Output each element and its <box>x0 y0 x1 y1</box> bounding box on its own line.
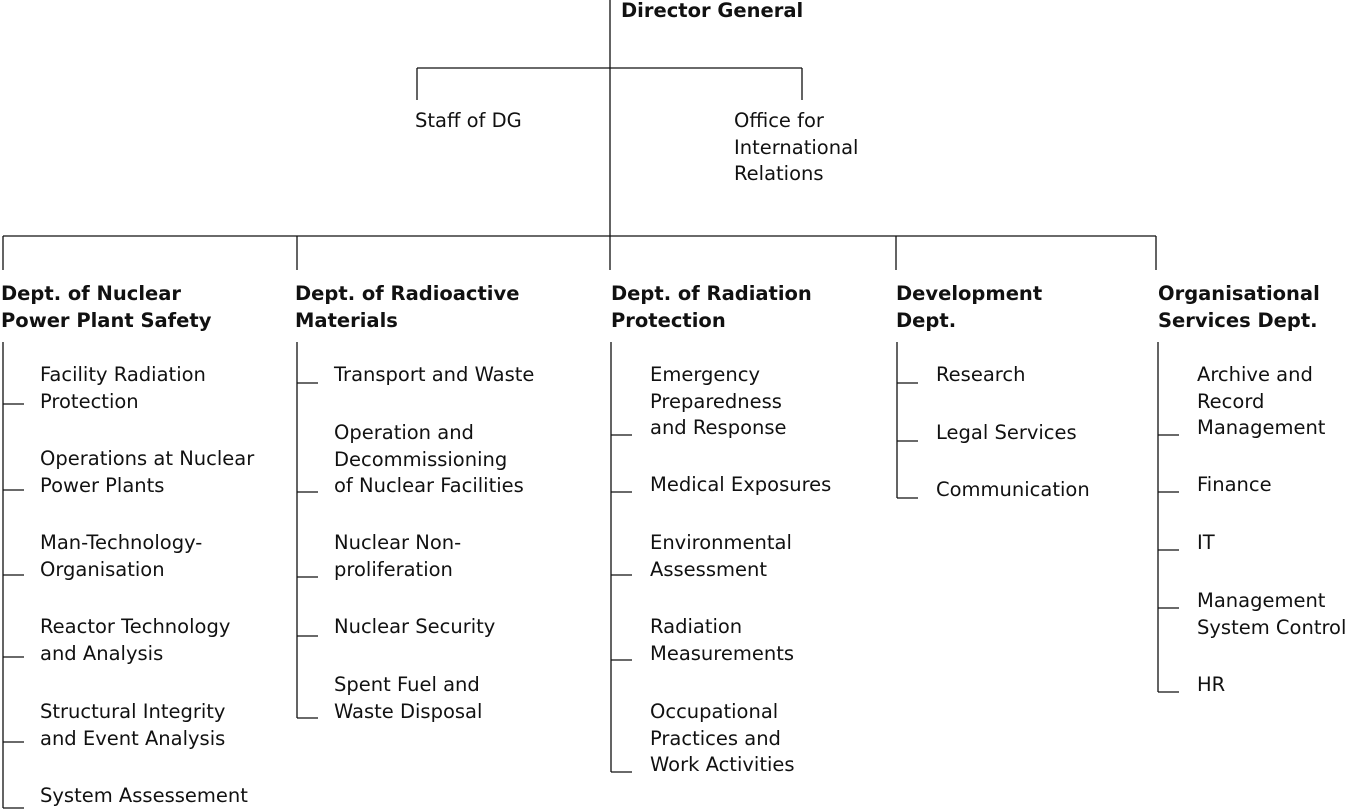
unit-man-technology-organisation: Man-Technology- Organisation <box>40 531 203 581</box>
unit-nuclear-security: Nuclear Security <box>334 615 496 638</box>
unit-emergency-preparedness-and-response: Emergency Preparedness and Response <box>650 363 787 439</box>
unit-communication: Communication <box>936 478 1090 501</box>
unit-finance: Finance <box>1197 473 1272 496</box>
unit-medical-exposures: Medical Exposures <box>650 473 832 496</box>
dept-header-nuclear-power-plant-safety: Dept. of Nuclear Power Plant Safety <box>1 282 212 332</box>
dept-header-organisational-services: Organisational Services Dept. <box>1158 282 1320 332</box>
unit-environmental-assessment: Environmental Assessment <box>650 531 792 581</box>
unit-legal-services: Legal Services <box>936 421 1077 444</box>
unit-it: IT <box>1197 531 1215 554</box>
unit-reactor-technology-and-analysis: Reactor Technology and Analysis <box>40 615 231 665</box>
dept-header-radiation-protection: Dept. of Radiation Protection <box>611 282 812 332</box>
unit-archive-and-record-management: Archive and Record Management <box>1197 363 1326 439</box>
staff-unit-international-relations: Office for International Relations <box>734 109 859 185</box>
unit-transport-and-waste: Transport and Waste <box>334 363 535 386</box>
unit-system-assessement: System Assessement <box>40 784 248 807</box>
dept-header-radioactive-materials: Dept. of Radioactive Materials <box>295 282 520 332</box>
unit-nuclear-non-proliferation: Nuclear Non- proliferation <box>334 531 462 581</box>
unit-facility-radiation-protection: Facility Radiation Protection <box>40 363 206 413</box>
staff-unit-staff-of-dg: Staff of DG <box>415 109 522 132</box>
unit-spent-fuel-and-waste-disposal: Spent Fuel and Waste Disposal <box>334 673 483 723</box>
unit-occupational-practices: Occupational Practices and Work Activiti… <box>650 700 795 776</box>
unit-management-system-control: Management System Control <box>1197 589 1347 639</box>
unit-research: Research <box>936 363 1026 386</box>
director-general-box: Director General <box>621 0 804 22</box>
unit-operations-at-nuclear-power-plants: Operations at Nuclear Power Plants <box>40 447 255 497</box>
unit-structural-integrity-and-event-analysis: Structural Integrity and Event Analysis <box>40 700 226 750</box>
unit-radiation-measurements: Radiation Measurements <box>650 615 795 665</box>
unit-operation-and-decommissioning: Operation and Decommissioning of Nuclear… <box>334 421 524 497</box>
dept-header-development: Development Dept. <box>896 282 1043 332</box>
unit-hr: HR <box>1197 673 1226 696</box>
